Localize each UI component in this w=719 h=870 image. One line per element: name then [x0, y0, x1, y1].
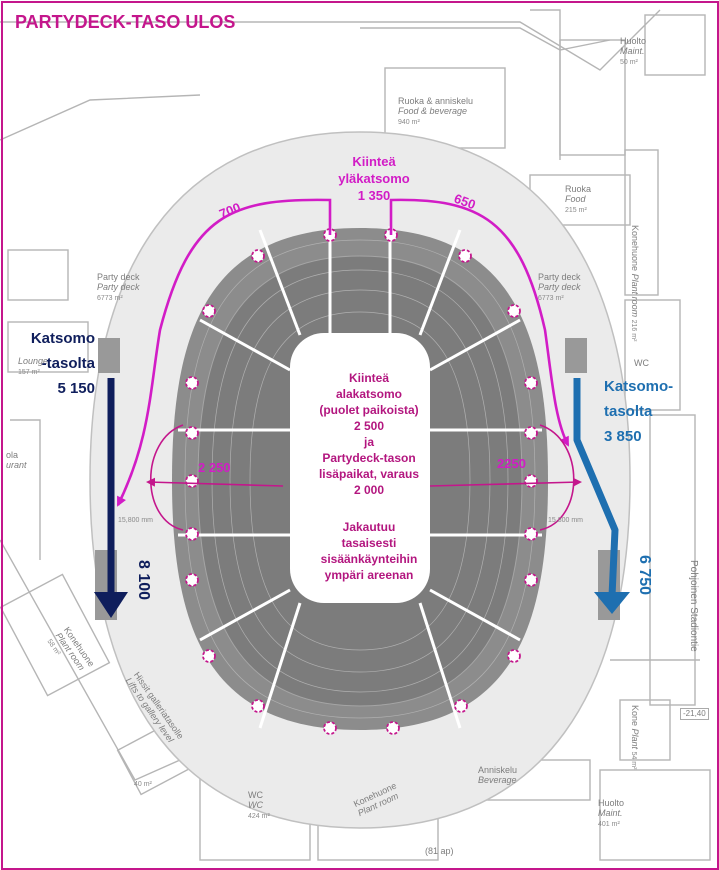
entrance-marker: [185, 527, 199, 541]
total-value-right: 6 750: [636, 555, 653, 596]
note-line: sisäänkäynteihin: [320, 552, 418, 566]
entrance-marker: [251, 699, 265, 713]
seating-rows: [184, 239, 536, 719]
entrance-marker: [524, 527, 538, 541]
entrance-marker: [251, 249, 265, 263]
flow-value-left-side: 2 250: [198, 460, 231, 475]
vomitory-walls: [178, 226, 542, 729]
entrance-marker: [524, 474, 538, 488]
note-line: ympäri areenan: [324, 568, 414, 582]
arena-floor: [290, 333, 430, 603]
left-bracket: [149, 424, 184, 531]
left-upper-flow: [116, 198, 332, 507]
right-upper-flow: [389, 198, 570, 447]
entrance-marker: [202, 649, 216, 663]
entrance-marker: [323, 721, 337, 735]
entrance-marker: [185, 474, 199, 488]
total-value-left: 8 100: [135, 560, 152, 601]
entrance-marker: [454, 699, 468, 713]
lower-stand-flow-text: Kiinteä alakatsomo (puolet paikoista) 2 …: [296, 370, 442, 498]
right-side-flow: [429, 477, 582, 487]
entrance-marker: [524, 426, 538, 440]
room-label-wc-right: WC: [634, 358, 649, 368]
right-bracket: [539, 424, 575, 531]
room-area-small: 40 m²: [134, 781, 152, 788]
room-label-plant-room-right: Konehuone Plant room 216 m²: [630, 225, 640, 342]
room-label-plant-right-low: Kone Plant 54 m²: [630, 705, 640, 770]
center-line: Kiinteä: [348, 371, 389, 385]
bottom-fragment-label: (81 ap): [425, 846, 454, 856]
entrance-marker: [185, 426, 199, 440]
center-line: (puolet paikoista): [319, 403, 419, 417]
dimension-left: 15,800 mm: [118, 517, 154, 524]
center-line: 2 500: [353, 419, 385, 433]
entrance-marker: [507, 649, 521, 663]
entrance-marker: [524, 376, 538, 390]
entrance-marker: [202, 304, 216, 318]
entrance-marker: [507, 304, 521, 318]
entrance-marker: [524, 573, 538, 587]
note-line: tasaisesti: [341, 536, 397, 550]
center-line: 2 000: [353, 483, 385, 497]
entrance-marker: [185, 376, 199, 390]
entrance-marker: [185, 573, 199, 587]
left-side-flow: [146, 477, 284, 487]
upper-stand-flow: [116, 198, 570, 507]
flow-value-right-side: 2250: [497, 456, 526, 471]
page-title: PARTYDECK-TASO ULOS: [15, 12, 236, 32]
center-line: Partydeck-tason: [322, 451, 416, 465]
entrance-marker: [458, 249, 472, 263]
note-line: Jakautuu: [342, 520, 396, 534]
street-label: Pohjoinen Stadiontie: [688, 560, 699, 652]
center-line: lisäpaikat, varaus: [318, 467, 420, 481]
left-stand-arrow: [94, 338, 128, 620]
center-line: alakatsomo: [335, 387, 403, 401]
elevation-marker: -21,40: [680, 708, 709, 720]
dimension-right: 15,800 mm: [548, 517, 584, 524]
center-line: ja: [363, 435, 374, 449]
arena-bowl: [89, 131, 631, 829]
distribution-note: Jakautuu tasaisesti sisäänkäynteihin ymp…: [296, 519, 442, 583]
right-stand-arrow: [565, 338, 630, 620]
entrance-marker: [386, 721, 400, 735]
side-flow: [146, 424, 582, 531]
